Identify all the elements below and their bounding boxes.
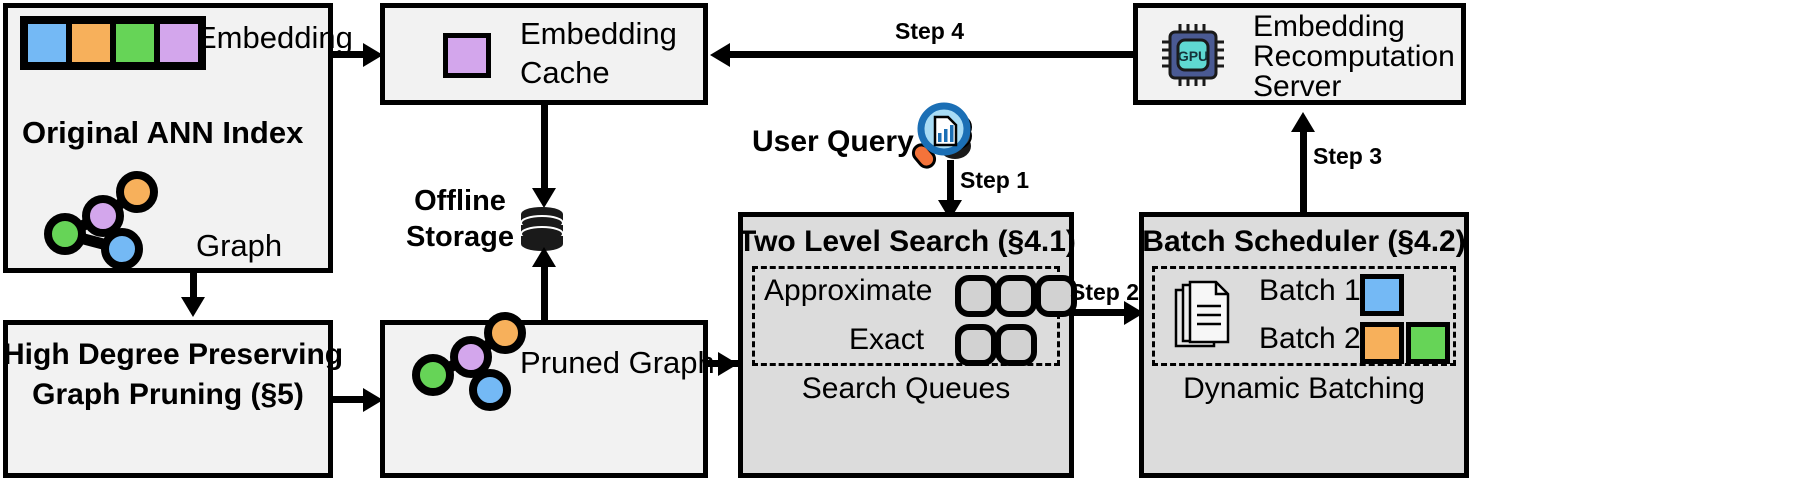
arrow-pruned-to-storage-head [532,247,556,267]
embedding-strip [20,16,206,70]
arrow-pruning-to-pruned-head [363,388,383,412]
embedding-cell-green [113,21,157,65]
approximate-queue-slot-1 [955,275,997,317]
embedding-cell-purple [157,21,201,65]
batch-2-label: Batch 2 [1259,322,1361,355]
graph-pruning-box [3,320,333,478]
offline-storage-label-line2: Storage [406,221,514,253]
arrow-pruning-to-pruned [333,396,365,403]
arrow-step2 [1074,309,1134,316]
arrow-index-to-pruning [190,273,197,301]
arrow-step4-head [710,43,730,67]
arrow-step3-head [1291,112,1315,132]
graph-pruning-label-line2: Graph Pruning (§5) [32,378,304,411]
query-search-icon [911,102,972,169]
pruned-graph-label: Pruned Graph [520,345,715,380]
search-queues-caption: Search Queues [801,372,1011,405]
offline-storage-label-line1: Offline [414,185,506,217]
exact-queue-slot-1 [955,324,997,366]
pruned-graph-box [380,320,708,478]
two-level-search-title: Two Level Search (§4.1) [738,225,1076,258]
documents-icon [1174,280,1230,348]
exact-row-label: Exact [849,323,925,356]
embedding-cell-orange [69,21,113,65]
step2-label: Step 2 [1070,279,1140,305]
batch-1-swatch-blue [1360,274,1404,316]
exact-queue-slot-2 [995,324,1037,366]
batch-2-swatch-orange [1360,322,1404,364]
pruned-graph-icon [412,312,526,411]
step3-label: Step 3 [1313,143,1383,169]
recompute-server-label-line2: Recomputation [1253,40,1455,73]
original-ann-index-label: Original ANN Index [22,115,304,150]
dynamic-batching-dashed-region [1152,266,1456,366]
arrow-index-to-cache [333,51,365,58]
arrow-step4 [730,51,1134,58]
arrow-pruned-to-storage [541,265,548,325]
approximate-queue-slot-3 [1035,275,1077,317]
gpu-chip-icon: GPU [1162,24,1224,86]
recompute-server-label-line3: Server [1253,70,1342,103]
embedding-cache-label-line2: Cache [520,55,610,90]
embedding-label: Embedding [196,20,353,55]
approximate-row-label: Approximate [764,274,933,307]
batch-1-label: Batch 1 [1259,274,1361,307]
user-query-label: User Query [752,125,914,158]
embedding-swatch-icon [443,33,491,78]
recompute-server-label-line1: Embedding [1253,10,1405,43]
embedding-cache-label-line1: Embedding [520,16,677,51]
arrow-pruned-to-search-head [718,352,738,376]
graph-label: Graph [196,228,283,263]
embedding-cell-blue [25,21,69,65]
arrow-index-to-cache-head [363,43,383,67]
step1-label: Step 1 [960,167,1030,193]
arrow-step1 [947,160,954,206]
batch-2-swatch-green [1406,322,1450,364]
original-graph-icon [44,171,158,270]
arrow-cache-to-storage-head [532,188,556,208]
arrow-step3 [1300,130,1307,212]
arrow-index-to-pruning-head [181,297,205,317]
graph-pruning-label-line1: High Degree Preserving [3,338,344,371]
dynamic-batching-caption: Dynamic Batching [1183,372,1425,405]
arrow-cache-to-storage [541,105,548,193]
gpu-icon-text: GPU [1178,48,1208,64]
batch-scheduler-title: Batch Scheduler (§4.2) [1142,225,1466,258]
step4-label: Step 4 [895,18,965,44]
approximate-queue-slot-2 [995,275,1037,317]
